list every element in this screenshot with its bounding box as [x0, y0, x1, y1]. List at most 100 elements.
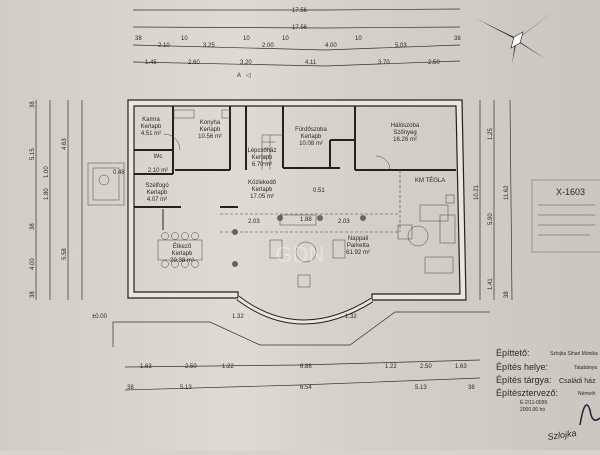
- room-name: Hálószoba: [391, 123, 420, 129]
- column-icon: [232, 261, 238, 267]
- watermark-logo: GDN: [276, 242, 325, 267]
- dimension-label: 38: [127, 385, 134, 391]
- dimension-label: 38: [30, 223, 36, 230]
- exterior-walls: [127, 99, 467, 325]
- room-name: Kamra: [142, 117, 160, 123]
- dimension-label: 10: [355, 36, 362, 42]
- room-area: 20.38 m²: [170, 258, 194, 264]
- dimension-label: 0.48: [113, 170, 125, 176]
- room-area: 17.05 m²: [250, 194, 274, 200]
- room-floor: Kerlapb: [301, 134, 322, 140]
- dimension-label: 11.62: [504, 185, 510, 200]
- dimension-label: 1.45: [145, 60, 157, 66]
- room-name: Közlekedő: [248, 180, 277, 186]
- dimension-label: 38: [468, 385, 475, 391]
- dimension-label: 5.58: [62, 248, 68, 260]
- license-number: É-2/11-0099: [520, 399, 547, 406]
- builder-label: Építtető:: [496, 348, 530, 358]
- subject-label: Építés tárgya:: [496, 375, 552, 385]
- dimension-label: 2.60: [188, 60, 200, 66]
- dimension-label: 6.86: [300, 364, 312, 370]
- furniture: [157, 109, 456, 288]
- dimension-label: 3.70: [378, 60, 390, 66]
- room-floor: Parketta: [347, 243, 370, 249]
- side-dimensions: 385.154.631.001.80384.005.58381.255.9010…: [30, 99, 513, 301]
- room-area: 4.07 m²: [147, 197, 167, 203]
- dimension-label: 38: [135, 36, 142, 42]
- title-block: Építtető: Szlojka Sihari Mónika Építés h…: [496, 348, 600, 442]
- dimension-label: 38: [30, 101, 36, 108]
- dimension-label: 10: [282, 36, 289, 42]
- room-name: Konyha: [200, 120, 221, 126]
- dimension-label: 2.00: [262, 43, 274, 49]
- signature: [579, 404, 600, 426]
- dimension-label: 5.13: [180, 385, 192, 391]
- north-arrow-icon: [475, 10, 555, 64]
- signature-name: Szlojka: [547, 428, 577, 442]
- dimension-label: 1.41: [488, 278, 494, 290]
- plan-date: 2000.06 hó: [520, 407, 545, 413]
- stamp-code: X-1603: [556, 187, 585, 197]
- dimension-label: 5.13: [415, 385, 427, 391]
- room-area: 61.92 m²: [346, 250, 370, 256]
- terrace: [87, 162, 125, 206]
- dimension-label: 3.25: [203, 43, 215, 49]
- dimension-label: 5.03: [395, 43, 407, 49]
- room-area: 2.10 m²: [148, 168, 168, 174]
- column-marker-icon: [98, 174, 110, 186]
- level-label: ±0.00: [92, 314, 108, 320]
- dimension-label: 0.51: [313, 188, 325, 194]
- room-floor: Szőnyeg: [393, 130, 416, 136]
- column-icon: [317, 215, 323, 221]
- dimension-label: 4.63: [62, 138, 68, 150]
- column-icon: [360, 215, 366, 221]
- section-marker: A: [237, 73, 241, 79]
- dimension-label: 3.20: [240, 60, 252, 66]
- dimension-label: 1.32: [345, 314, 357, 320]
- dimension-label: 4.00: [325, 43, 337, 49]
- dimension-label: 2.03: [248, 219, 260, 225]
- top-dimensions: 17.56 17.56 38 2.10 10 3.25 10 2.00 10 4.00 10 5.…: [132, 8, 461, 79]
- dining-table: [157, 239, 203, 261]
- room-name: Étkező: [173, 243, 192, 250]
- dimension-label: 1.22: [385, 364, 397, 370]
- dimension-label: 38: [30, 291, 36, 298]
- dimension-label: 1.00: [44, 166, 50, 178]
- location-label: Építés helye:: [496, 362, 548, 372]
- dimension-label: 1.22: [222, 364, 234, 370]
- column-icon: [232, 229, 238, 235]
- dimension-label: 1.63: [140, 364, 152, 370]
- room-area: 6.70 m²: [252, 162, 272, 168]
- room-floor: Kerlapb: [172, 251, 193, 257]
- dimension-label: 38: [504, 291, 510, 298]
- dimension-label: 2.03: [338, 219, 350, 225]
- dimension-label: 1.63: [455, 364, 467, 370]
- builder-value: Szlojka Sihari Mónika: [550, 351, 598, 357]
- dimension-label: 6.54: [300, 385, 312, 391]
- dimension-label: 4.00: [30, 258, 36, 270]
- dimension-label: 38: [454, 36, 461, 42]
- dimension-label: 10: [181, 36, 188, 42]
- dimension-label: 2.50: [420, 364, 432, 370]
- room-floor: Kerlapb: [252, 187, 273, 193]
- room-floor: Kerlapb: [200, 127, 221, 133]
- dimension-label: 1.32: [232, 314, 244, 320]
- dimension-label: 17.56: [292, 25, 308, 31]
- staircase: [261, 134, 283, 170]
- dimension-label: 5.15: [30, 148, 36, 160]
- room-name: Nappali: [348, 236, 368, 242]
- room-area: 10.56 m²: [198, 134, 222, 140]
- dimension-label: 2.50: [185, 364, 197, 370]
- room-name: Fürdőszoba: [295, 127, 327, 133]
- approval-stamp: X-1603: [531, 179, 600, 253]
- dimension-label: 1.25: [488, 128, 494, 140]
- room-name: Lépcsőház: [247, 148, 276, 154]
- dimension-label: 2.10: [158, 43, 170, 49]
- subject-value: Családi ház: [559, 378, 596, 385]
- dimension-label: 10: [243, 36, 250, 42]
- room-floor: Kerlapb: [147, 190, 168, 196]
- dimension-label: 17.56: [292, 8, 308, 14]
- dimension-label: 2.50: [428, 60, 440, 66]
